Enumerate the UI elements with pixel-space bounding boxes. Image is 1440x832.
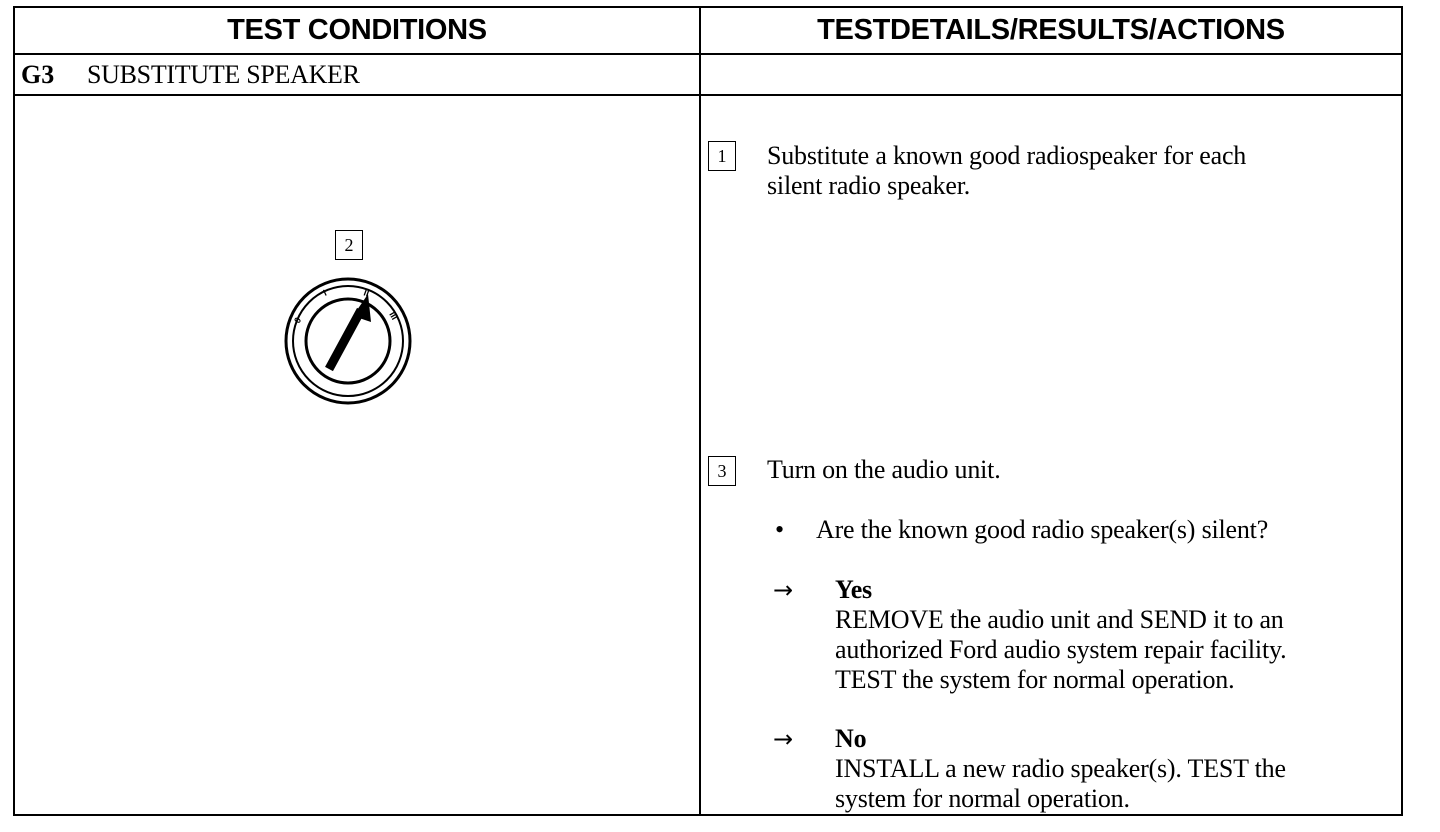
outcome-yes-label: Yes <box>835 575 872 604</box>
step-3-number: 3 <box>708 456 736 486</box>
step-1-text: Substitute a known good radiospeaker for… <box>767 141 1246 201</box>
step-1-line-2: silent radio speaker. <box>767 171 971 200</box>
column-divider <box>699 8 701 814</box>
section-title: SUBSTITUTE SPEAKER <box>87 59 360 89</box>
outcome-no-label: No <box>835 724 867 753</box>
outcome-yes: Yes REMOVE the audio unit and SEND it to… <box>835 575 1287 695</box>
position-I: I <box>322 288 329 298</box>
diagnostic-table: TEST CONDITIONS TESTDETAILS/RESULTS/ACTI… <box>13 6 1403 816</box>
outcome-yes-line-2: authorized Ford audio system repair faci… <box>835 635 1287 664</box>
callout-2: 2 <box>335 230 363 260</box>
outcome-yes-line-1: REMOVE the audio unit and SEND it to an <box>835 605 1284 634</box>
position-0: 0 <box>292 316 303 325</box>
outcome-yes-line-3: TEST the system for normal operation. <box>835 665 1235 694</box>
outcome-no: No INSTALL a new radio speaker(s). TEST … <box>835 724 1286 814</box>
section-heading: G3 SUBSTITUTE SPEAKER <box>15 55 1401 94</box>
position-III: III <box>387 310 399 322</box>
section-divider <box>15 94 1401 96</box>
position-II: II <box>362 287 370 298</box>
step-3-text: Turn on the audio unit. <box>767 455 1001 484</box>
header-test-conditions: TEST CONDITIONS <box>227 14 487 46</box>
outcome-no-line-1: INSTALL a new radio speaker(s). TEST the <box>835 754 1286 783</box>
header-divider <box>15 53 1401 55</box>
no-arrow: → <box>773 725 794 753</box>
outcome-no-line-2: system for normal operation. <box>835 784 1130 813</box>
step-3-question: Are the known good radio speaker(s) sile… <box>816 515 1269 544</box>
section-code: G3 <box>21 59 55 89</box>
ignition-switch-icon: 0 I II III <box>284 277 412 405</box>
step-1-number: 1 <box>708 141 736 171</box>
step-1-line-1: Substitute a known good radiospeaker for… <box>767 141 1247 170</box>
header-test-details: TESTDETAILS/RESULTS/ACTIONS <box>817 14 1285 46</box>
yes-arrow: → <box>773 576 794 604</box>
question-bullet: • <box>775 515 784 544</box>
